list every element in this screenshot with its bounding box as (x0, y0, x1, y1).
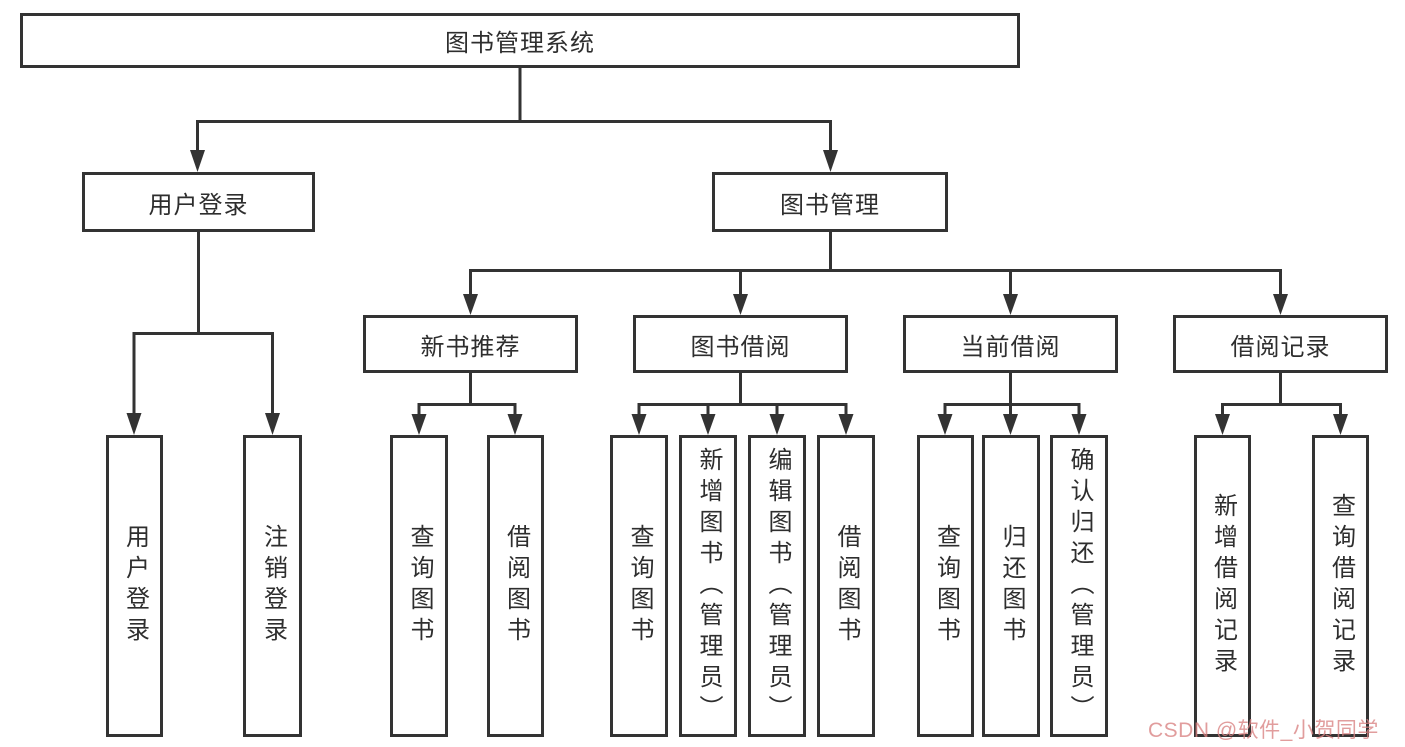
leaf-confirm-return-admin: 确认归还（管理员） (1050, 435, 1108, 737)
node-library-management-system: 图书管理系统 (20, 13, 1020, 68)
leaf-query-books-borrowing: 查询图书 (610, 435, 668, 737)
leaf-add-borrow-record: 新增借阅记录 (1194, 435, 1251, 737)
node-current-borrowing: 当前借阅 (903, 315, 1118, 373)
arrowheads (126, 150, 1348, 435)
leaf-borrow-books: 借阅图书 (817, 435, 875, 737)
node-book-management-branch: 图书管理 (712, 172, 948, 232)
node-new-book-recommend: 新书推荐 (363, 315, 578, 373)
leaf-add-books-admin: 新增图书（管理员） (679, 435, 737, 737)
node-book-borrowing: 图书借阅 (633, 315, 848, 373)
leaf-query-books-current: 查询图书 (917, 435, 974, 737)
leaf-edit-books-admin: 编辑图书（管理员） (748, 435, 806, 737)
node-borrowing-records: 借阅记录 (1173, 315, 1388, 373)
leaf-return-books: 归还图书 (982, 435, 1040, 737)
leaf-logout: 注销登录 (243, 435, 302, 737)
node-user-login-branch: 用户登录 (82, 172, 315, 232)
leaf-borrow-books-recommend: 借阅图书 (487, 435, 544, 737)
csdn-watermark: CSDN @软件_小贺同学 (1148, 719, 1379, 742)
leaf-user-login: 用户登录 (106, 435, 163, 737)
leaf-query-books-recommend: 查询图书 (390, 435, 448, 737)
leaf-query-borrow-record: 查询借阅记录 (1312, 435, 1369, 737)
